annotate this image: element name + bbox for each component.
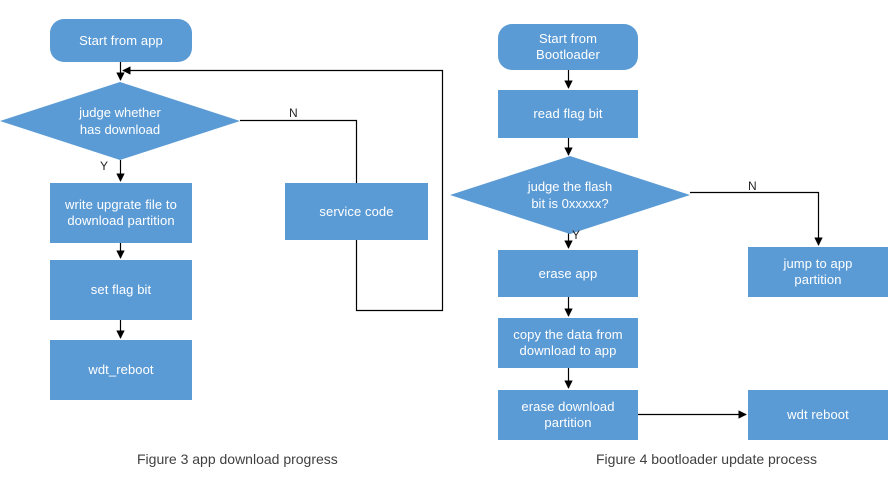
node-set-flag-bit[interactable]: set flag bit — [50, 260, 192, 320]
caption-text: Figure 4 bootloader update process — [596, 451, 818, 467]
node-label: Start from Bootloader — [536, 31, 600, 62]
node-wdt-reboot-app[interactable]: wdt_reboot — [50, 340, 192, 400]
node-label: Start from app — [79, 32, 163, 48]
node-start-from-bootloader[interactable]: Start from Bootloader — [498, 24, 638, 70]
node-wdt-reboot-bootloader[interactable]: wdt reboot — [748, 390, 888, 440]
figure-4-caption: Figure 4 bootloader update process — [596, 450, 817, 468]
edge-label-judge-no: N — [289, 106, 298, 120]
edge-judge-no-to-service — [240, 119, 358, 183]
node-start-from-app[interactable]: Start from app — [50, 19, 192, 62]
edge-label-text: Y — [572, 228, 581, 242]
node-erase-app[interactable]: erase app — [498, 250, 638, 297]
node-write-upgrate-file[interactable]: write upgrate file to download partition — [50, 183, 192, 243]
edge-label-text: Y — [100, 159, 109, 173]
node-label: set flag bit — [90, 282, 152, 297]
node-copy-data-download-to-app[interactable]: copy the data from download to app — [498, 318, 638, 368]
node-label: service code — [319, 203, 394, 219]
node-label: read flag bit — [533, 106, 603, 121]
edge-label-text: N — [289, 106, 298, 120]
edge-label-flash-no: N — [748, 179, 757, 193]
edge-label-judge-yes: Y — [100, 159, 108, 173]
caption-text: Figure 3 app download progress — [137, 451, 338, 467]
node-label: erase app — [538, 265, 598, 281]
node-label: jump to app partition — [783, 256, 853, 287]
node-label: wdt reboot — [787, 407, 849, 422]
edge-label-text: N — [748, 179, 757, 193]
figure-3-caption: Figure 3 app download progress — [137, 450, 338, 468]
node-label: erase download partition — [521, 399, 615, 430]
node-jump-to-app-partition[interactable]: jump to app partition — [748, 247, 888, 297]
node-read-flag-bit[interactable]: read flag bit — [498, 90, 638, 138]
node-label: judge whether has download — [79, 105, 161, 137]
node-judge-flash-bit[interactable]: judge the flash bit is 0xxxxx? — [450, 156, 690, 234]
node-service-code[interactable]: service code — [285, 183, 428, 240]
node-label: write upgrate file to download partition — [65, 197, 177, 228]
node-label: judge the flash bit is 0xxxxx? — [527, 179, 613, 211]
node-label: wdt_reboot — [88, 362, 154, 377]
edge-bl-judge-no-to-jump — [690, 191, 823, 246]
node-erase-download-partition[interactable]: erase download partition — [498, 390, 638, 440]
node-judge-whether-has-download[interactable]: judge whether has download — [0, 82, 240, 160]
node-label: copy the data from download to app — [513, 327, 623, 358]
edge-label-flash-yes: Y — [572, 228, 580, 242]
